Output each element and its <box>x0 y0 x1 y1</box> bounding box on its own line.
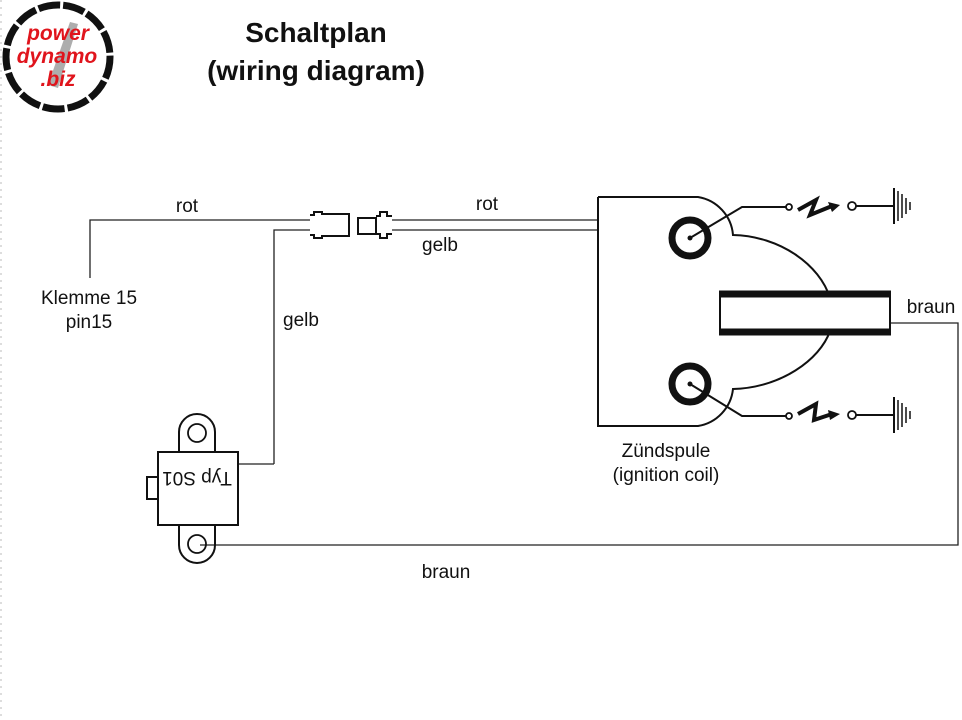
label-klemme: Klemme 15 <box>41 288 137 309</box>
module-connector <box>146 476 159 500</box>
ground-icon-bottom <box>893 397 911 433</box>
mount-hole-bottom <box>187 534 207 554</box>
ht-lead-bottom <box>689 383 787 417</box>
ground-icon-top <box>893 188 911 224</box>
logo-line3: .biz <box>41 68 76 91</box>
label-gelb-side: gelb <box>283 310 319 331</box>
connector-socket <box>357 211 392 239</box>
coil-terminal-top <box>668 216 712 260</box>
spark-icon <box>797 400 833 423</box>
label-braun-bottom: braun <box>422 562 471 583</box>
ignition-module: Typ S01 <box>146 413 239 564</box>
label-coil-name-en: (ignition coil) <box>613 465 720 486</box>
ht-lead-top <box>689 206 787 239</box>
connector-plug <box>310 211 350 239</box>
label-rot-left: rot <box>176 196 199 217</box>
title-line1: Schaltplan <box>245 17 387 48</box>
mount-hole-top <box>187 423 207 443</box>
title-line2: (wiring diagram) <box>207 55 425 86</box>
label-coil-name: Zündspule <box>622 441 711 462</box>
spark-icon <box>797 195 833 219</box>
coil-terminal-bottom <box>668 362 712 406</box>
lightning-icon <box>48 22 78 88</box>
wire-braun <box>200 322 959 546</box>
coil-core <box>719 291 891 335</box>
wire-rot-left <box>89 219 310 278</box>
logo-line2: dynamo <box>17 45 98 68</box>
wire-gelb-left <box>238 229 310 465</box>
ignition-coil <box>597 196 891 427</box>
label-rot-right: rot <box>476 194 499 215</box>
label-pin: pin15 <box>66 312 113 333</box>
label-braun-right: braun <box>907 297 956 318</box>
page-edge <box>0 0 2 720</box>
powerdynamo-logo: power dynamo .biz <box>2 1 114 113</box>
spark-gap-top <box>785 195 894 219</box>
module-type-label: Typ S01 <box>162 467 232 488</box>
spark-gap-bottom <box>785 400 894 423</box>
label-gelb-top: gelb <box>422 235 458 256</box>
logo-line1: power <box>26 22 91 45</box>
